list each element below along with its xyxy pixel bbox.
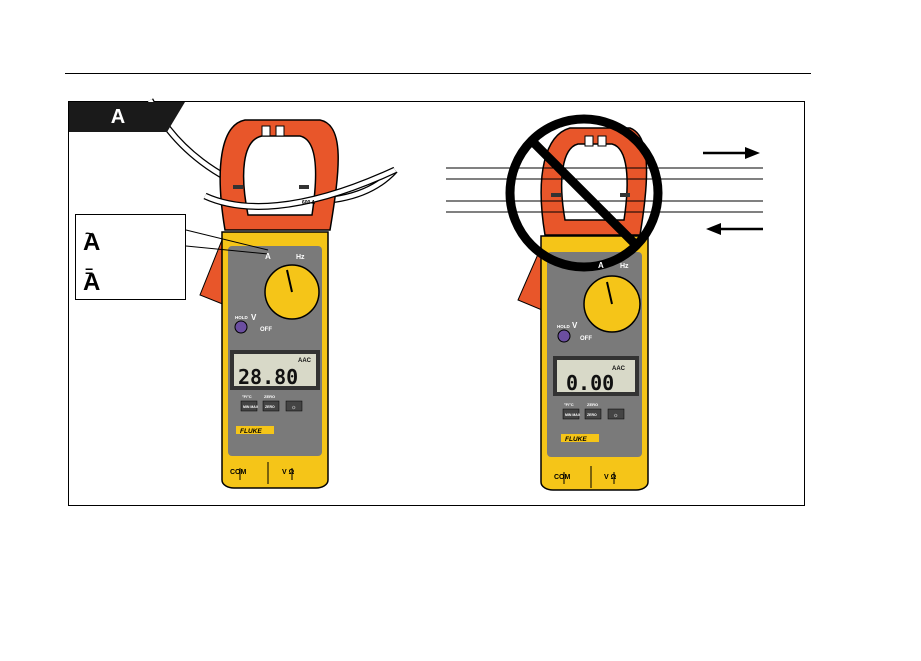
right-dial-label-a: A	[598, 261, 604, 270]
right-dial-label-v: V	[572, 321, 578, 330]
ac-current-symbol: A	[83, 231, 100, 255]
left-brand: FLUKE	[240, 428, 262, 435]
figure-tag: A	[69, 102, 167, 132]
right-display-unit: AAC	[612, 366, 626, 372]
left-hold-button	[235, 321, 247, 333]
left-zero-label: ZERO	[264, 394, 275, 399]
current-arrow-right	[703, 147, 760, 159]
left-dial-label-off: OFF	[260, 327, 272, 333]
right-btn-label-light: ☼	[613, 413, 619, 419]
right-brand: FLUKE	[565, 436, 587, 443]
right-btn-label-minmax: MIN MAX	[565, 413, 581, 417]
right-dial-label-off: OFF	[580, 336, 592, 342]
dc-current-symbol: A	[83, 271, 100, 295]
left-temp-label: °F/°C	[242, 394, 252, 399]
left-jack-vohm: V Ω	[282, 469, 295, 476]
left-dial-label-a: A	[265, 252, 271, 261]
right-display-value: 0.00	[566, 371, 614, 395]
left-btn-label-zero: ZERO	[265, 405, 275, 409]
right-dial-label-hz: Hz	[620, 263, 629, 270]
left-display-value: 28.80	[238, 365, 298, 389]
left-btn-label-light: ☼	[291, 405, 297, 411]
function-legend: ~ A = A	[75, 214, 186, 300]
right-zero-label: ZERO	[587, 402, 598, 407]
current-arrow-left	[706, 223, 763, 235]
right-jack-vohm: V Ω	[604, 474, 617, 481]
left-dial-label-v: V	[251, 313, 257, 322]
right-jaw	[541, 128, 646, 235]
left-hold-label: HOLD	[235, 315, 248, 320]
right-jack-com: COM	[554, 474, 571, 481]
left-jaw	[220, 120, 338, 230]
right-hold-label: HOLD	[557, 324, 570, 329]
left-display-unit: AAC	[298, 358, 312, 364]
figure-tag-corner	[167, 102, 185, 132]
right-btn-label-zero: ZERO	[587, 413, 597, 417]
right-temp-label: °F/°C	[564, 402, 574, 407]
left-jack-com: COM	[230, 469, 247, 476]
left-jaw-label: 600 A	[302, 200, 316, 206]
right-hold-button	[558, 330, 570, 342]
left-btn-label-minmax: MIN MAX	[243, 405, 259, 409]
left-dial-label-hz: Hz	[296, 254, 305, 261]
